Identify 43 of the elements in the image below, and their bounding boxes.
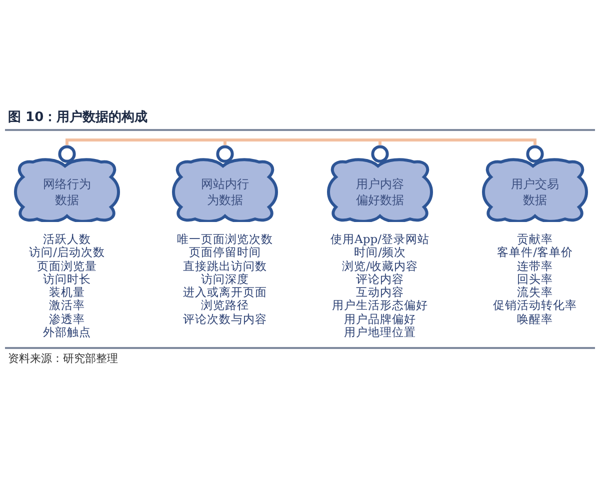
- metric-label: 直接跳出访问数: [183, 260, 267, 273]
- metric-label: 访问深度: [201, 272, 249, 286]
- metric-label: 浏览/收藏内容: [342, 260, 418, 273]
- category-label: 用户交易数据: [510, 176, 560, 208]
- metric-label: 浏览路径: [201, 299, 249, 313]
- metric-label: 访问/启动次数: [29, 246, 105, 260]
- metric-label: 外部触点: [43, 326, 91, 340]
- figure-title: 图 10：用户数据的构成: [8, 110, 148, 126]
- metric-label: 客单件/客单价: [497, 246, 573, 260]
- metric-label: 渗透率: [49, 312, 85, 326]
- metric-label: 用户生活形态偏好: [332, 299, 428, 313]
- metric-label: 进入或离开页面: [183, 286, 267, 300]
- metric-label: 贡献率: [517, 233, 553, 246]
- metric-label: 唤醒率: [517, 312, 553, 326]
- metric-label: 装机量: [49, 286, 85, 300]
- cloud-tag-shape: [169, 145, 281, 222]
- category-label: 网络行为数据: [42, 176, 92, 208]
- metric-label: 页面停留时间: [189, 246, 261, 260]
- connector-line: [378, 138, 536, 145]
- metric-label: 用户品牌偏好: [344, 312, 416, 326]
- cloud-tag-shape: [479, 145, 591, 222]
- metric-label: 互动内容: [356, 286, 404, 300]
- connector-line: [224, 138, 382, 145]
- metric-label: 回头率: [517, 272, 553, 286]
- connector-line: [66, 138, 226, 145]
- metric-label: 流失率: [517, 286, 553, 300]
- category-label: 网站内行为数据: [200, 176, 250, 208]
- source-note: 资料来源：研究部整理: [8, 352, 118, 366]
- cloud-tag-shape: [11, 145, 123, 222]
- metric-label: 评论内容: [356, 272, 404, 286]
- metric-label: 访问时长: [43, 272, 91, 286]
- metric-label: 唯一页面浏览次数: [177, 233, 273, 246]
- cloud-tag-shape: [324, 145, 436, 222]
- metric-label: 促销活动转化率: [493, 299, 577, 313]
- metric-label: 页面浏览量: [37, 260, 97, 273]
- metric-label: 连带率: [517, 260, 553, 273]
- category-label: 用户内容偏好数据: [354, 176, 405, 208]
- metric-label: 时间/频次: [354, 246, 406, 260]
- metric-label: 用户地理位置: [344, 326, 416, 340]
- metric-label: 使用App/登录网站: [330, 233, 430, 246]
- metric-label: 激活率: [49, 299, 85, 313]
- metric-label: 评论次数与内容: [183, 312, 267, 326]
- metric-label: 活跃人数: [43, 233, 91, 246]
